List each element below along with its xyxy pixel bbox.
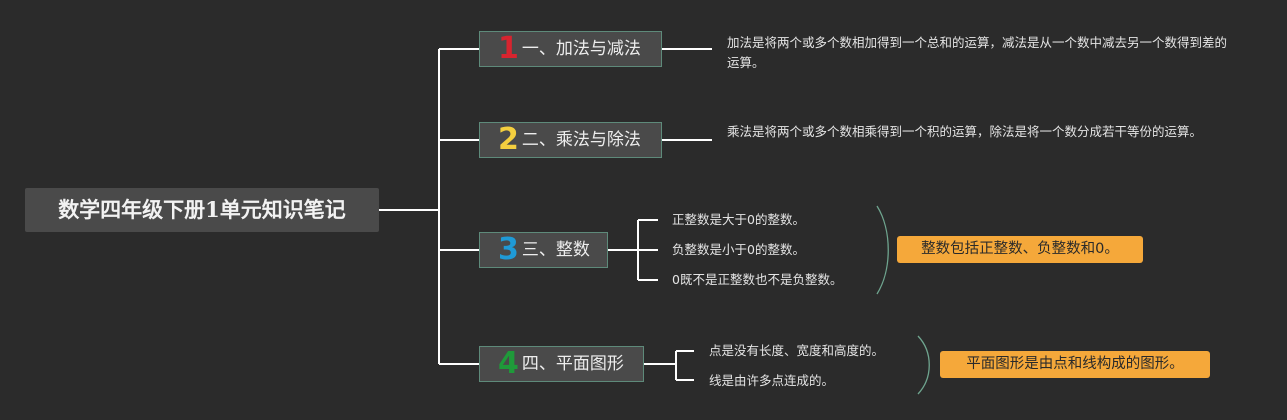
leaf-point: 点是没有长度、宽度和高度的。 xyxy=(709,343,885,358)
branch-number-3: 3 xyxy=(498,232,519,267)
leaf-connector-3 xyxy=(608,219,658,281)
summary-bracket-3 xyxy=(876,205,889,295)
branch-title: 三、整数 xyxy=(521,240,590,260)
branch-description-1: 加法是将两个或多个数相加得到一个总和的运算，减法是从一个数中减去另一个数得到差的… xyxy=(727,35,1228,70)
branch-number-1: 1 xyxy=(498,31,519,66)
root-node[interactable]: 数学四年级下册1单元知识笔记 xyxy=(25,188,379,232)
branch-number-2: 2 xyxy=(498,122,519,157)
summary-plane-figures[interactable]: 平面图形是由点和线构成的图形。 xyxy=(940,351,1210,378)
leaf-zero: 0既不是正整数也不是负整数。 xyxy=(672,272,843,287)
leaf-positive-integers: 正整数是大于0的整数。 xyxy=(672,212,805,227)
branch-title: 二、乘法与除法 xyxy=(521,130,641,150)
branch-title: 一、加法与减法 xyxy=(521,39,641,59)
branch-description-2: 乘法是将两个或多个数相乘得到一个积的运算，除法是将一个数分成若干等份的运算。 xyxy=(727,124,1203,139)
branch-title: 四、平面图形 xyxy=(521,354,624,374)
summary-integers[interactable]: 整数包括正整数、负整数和0。 xyxy=(897,236,1143,263)
summary-bracket-4 xyxy=(917,335,930,395)
leaf-connector-4 xyxy=(644,350,694,381)
leaf-negative-integers: 负整数是小于0的整数。 xyxy=(672,242,805,257)
leaf-line: 线是由许多点连成的。 xyxy=(709,373,835,388)
branch-number-4: 4 xyxy=(498,346,519,381)
